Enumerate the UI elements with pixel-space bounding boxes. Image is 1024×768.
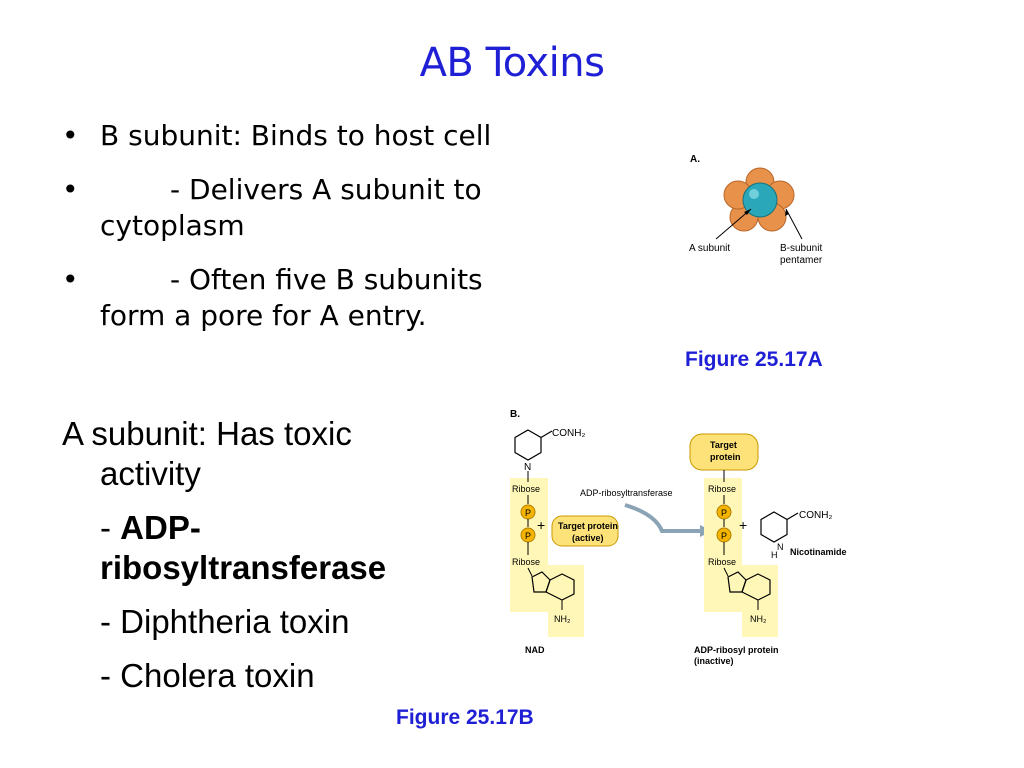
bullet-marker: • [62,173,79,206]
label-a-subunit: A subunit [689,243,730,254]
figure-a-letter: A. [690,154,700,165]
target-line1: Target [710,440,737,450]
reaction-arrow [624,503,700,533]
adp-bold-2: ribosyltransferase [100,549,387,586]
ribose-left-bottom: Ribose [512,557,540,567]
nicotinamide-structure: CONH₂ N H Nicotinamide [760,510,847,560]
product-line2: (inactive) [694,656,734,666]
p-left-2: P [525,531,531,541]
bullet-b-subunit: • B subunit: Binds to host cell [62,118,562,154]
nh2-right: NH₂ [750,614,767,624]
figure-a-caption: Figure 25.17A [685,348,823,371]
target-protein-active [551,515,619,547]
ribose-right-top: Ribose [708,484,736,494]
bullet-delivers: • - Delivers A subunit to cytoplasm [62,172,562,244]
figure-a: A. A subunit B-subunit pentamer [689,154,823,266]
product-line1: ADP-ribosyl protein [694,645,779,655]
bullet-text: B subunit: Binds to host cell [100,119,492,152]
conh2-right: CONH₂ [799,510,832,521]
cholera-item: - Cholera toxin [100,657,315,694]
nad-label: NAD [525,645,545,655]
nh2-left: NH₂ [554,614,571,624]
n-right: N [777,542,784,552]
conh2-left: CONH₂ [552,428,585,439]
bullet-marker: • [62,119,79,152]
bullet-text-continued: cytoplasm [100,209,245,242]
slide-title: AB Toxins [419,40,605,86]
bullet-pore: • - Often five B subunits form a pore fo… [62,262,562,334]
adp-item: - ADP- [62,508,442,548]
nicotinamide-label: Nicotinamide [790,547,847,557]
figure-b-letter: B. [510,409,520,420]
diphtheria-item: - Diphtheria toxin [100,603,350,640]
plus-right: + [739,517,747,533]
p-left-1: P [525,508,531,518]
a-subunit-heading: A subunit: Has toxic [62,415,352,452]
ribose-left-top: Ribose [512,484,540,494]
figure-b-caption: Figure 25.17B [396,706,534,729]
adp-prefix: - [100,509,121,546]
target-active-line1: Target protein [558,521,618,531]
adp-ribosyl-protein: Target protein Ribose P P Ribose NH₂ ADP… [689,433,779,666]
n-left: N [524,462,531,473]
plus-left: + [537,517,545,533]
nad-structure: CONH₂ N Ribose P P Ribose NH₂ NAD [510,428,585,655]
p-right-2: P [721,531,727,541]
bullet-text: - Delivers A subunit to [170,173,482,206]
bullet-marker: • [62,263,79,296]
figure-b: B. CONH₂ N Ribose P P Ribose NH₂ NAD + A… [510,409,847,666]
target-active-line2: (active) [572,533,604,543]
bullet-text-continued: form a pore for A entry. [100,299,427,332]
bullet-list: • B subunit: Binds to host cell • - Deli… [62,118,562,352]
h-right: H [771,550,778,560]
p-right-1: P [721,508,727,518]
ribose-right-bottom: Ribose [708,557,736,567]
a-subunit-heading-continued: activity [100,455,201,492]
label-pentamer: pentamer [780,255,823,266]
target-line2: protein [710,452,741,462]
bullet-text: - Often five B subunits [170,263,483,296]
adp-bold-1: ADP- [120,509,201,546]
label-b-subunit: B-subunit [780,243,822,254]
enzyme-label: ADP-ribosyltransferase [580,488,673,498]
a-subunit-block: A subunit: Has toxic activity - ADP- rib… [62,414,442,696]
